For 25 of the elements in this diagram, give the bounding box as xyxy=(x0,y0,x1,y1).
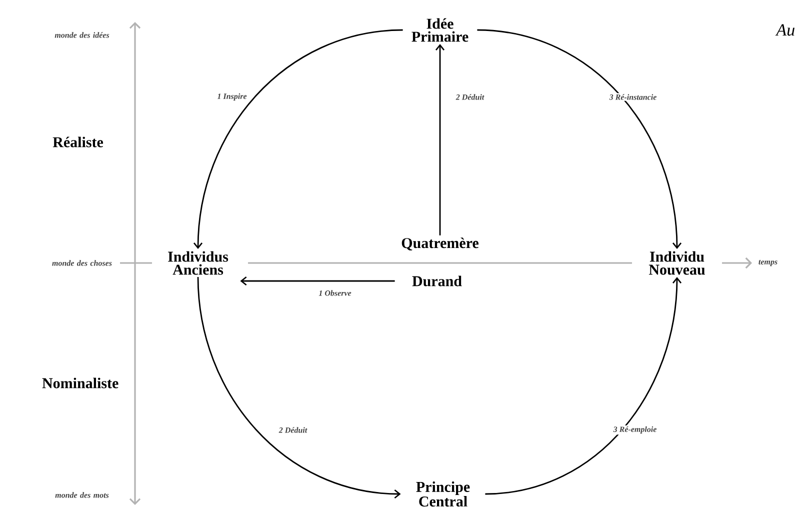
arrow xyxy=(477,29,682,249)
cut-off-text: Au xyxy=(775,24,794,36)
concept-label: Individus Anciens xyxy=(168,251,228,275)
axis-label: monde des idées xyxy=(54,32,110,38)
edge-label: 3 Ré-emploie xyxy=(612,425,658,435)
arrow xyxy=(240,276,395,286)
concept-label: Idée Primaire xyxy=(412,18,468,42)
axis-label: monde des choses xyxy=(52,260,112,266)
arrow xyxy=(435,44,445,236)
category-label: Réaliste xyxy=(52,136,104,148)
edge-label: 2 Déduit xyxy=(454,93,486,101)
edge-label: 2 Déduit xyxy=(278,426,308,434)
axis-label: monde des mots xyxy=(55,492,109,498)
arrow xyxy=(193,29,403,250)
arrow xyxy=(197,276,401,499)
concept-label: Principe Central xyxy=(416,481,470,507)
concept-label: Durand xyxy=(412,276,462,286)
category-label: Nominaliste xyxy=(42,378,118,388)
axis-label: temps xyxy=(758,260,778,266)
arrow xyxy=(485,277,682,495)
edge-label: 1 Inspire xyxy=(216,92,248,102)
concept-label: Individu Nouveau xyxy=(648,251,705,275)
edge-label: 3 Ré-instancie xyxy=(608,93,658,101)
concept-label: Quatremère xyxy=(402,238,478,250)
edge-label: 1 Observe xyxy=(318,289,352,297)
